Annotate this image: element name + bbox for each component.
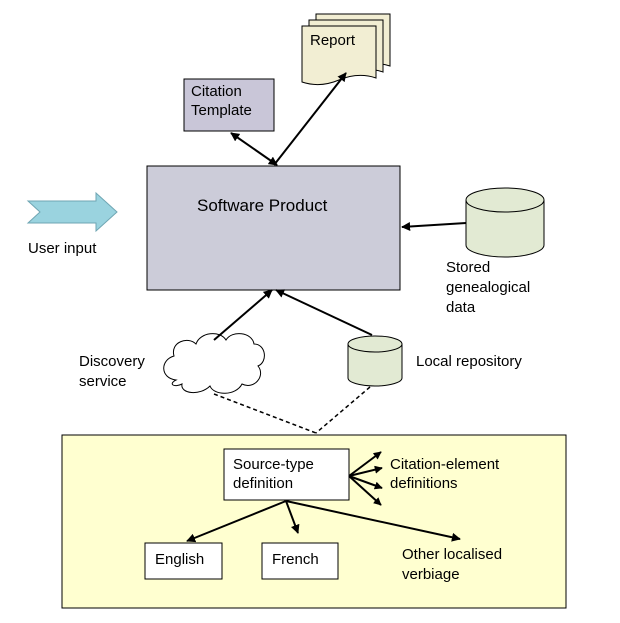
arrow-source-to-other: [285, 500, 461, 542]
citation-template-line-1: Citation: [191, 83, 242, 100]
arrow-template-product: [230, 132, 278, 166]
local-repository-label: Local repository: [416, 353, 522, 370]
source-type-label: Source-type definition: [233, 456, 318, 492]
english-box: [144, 542, 223, 580]
discovery-service-label: Discovery service: [79, 353, 149, 390]
other-verbiage-line-2: verbiage: [402, 566, 460, 583]
arrow-source-to-french: [285, 500, 300, 534]
stored-data-cylinder: [465, 187, 545, 258]
discovery-service-line-1: Discovery: [79, 353, 145, 370]
arrow-source-to-english: [186, 500, 287, 543]
citation-elements-label: Citation-element definitions: [390, 456, 503, 492]
other-verbiage-line-1: Other localised: [402, 546, 502, 563]
discovery-link-dotted: [213, 393, 317, 434]
arrow-product-to-report: [273, 72, 347, 166]
source-type-line-1: Source-type: [233, 456, 314, 473]
stored-data-line-3: data: [446, 299, 476, 316]
user-input-arrow: [26, 191, 118, 233]
discovery-service-line-2: service: [79, 373, 127, 390]
report-label: Report: [310, 32, 356, 49]
arrow-stored-to-product: [401, 222, 467, 231]
arrow-source-to-element-3: [348, 475, 383, 490]
software-product-label: Software Product: [197, 196, 328, 215]
report-document-stack: [301, 13, 391, 86]
source-type-box: [223, 448, 350, 501]
other-verbiage-label: Other localised verbiage: [402, 546, 506, 583]
stored-data-line-2: genealogical: [446, 279, 530, 296]
english-label: English: [155, 551, 204, 568]
arrow-source-to-element-2: [348, 465, 383, 477]
arrow-source-to-element-4: [348, 475, 382, 506]
arrow-source-to-element-1: [348, 451, 382, 477]
citation-template-line-2: Template: [191, 102, 252, 119]
french-label: French: [272, 551, 319, 568]
source-type-line-2: definition: [233, 475, 293, 492]
citation-template-box: [183, 78, 275, 132]
user-input-label: User input: [28, 240, 97, 257]
arrow-repository-to-product: [275, 289, 373, 336]
citation-template-label: Citation Template: [191, 83, 252, 119]
citation-elements-line-2: definitions: [390, 475, 458, 492]
discovery-cloud: [163, 333, 265, 394]
french-box: [261, 542, 339, 580]
arrow-discovery-to-product: [213, 289, 273, 341]
repository-link-dotted: [315, 386, 371, 434]
stored-data-label: Stored genealogical data: [446, 259, 534, 316]
software-product-box: [146, 165, 401, 291]
local-repository-cylinder: [347, 335, 403, 387]
stored-data-line-1: Stored: [446, 259, 490, 276]
citation-elements-line-1: Citation-element: [390, 456, 500, 473]
